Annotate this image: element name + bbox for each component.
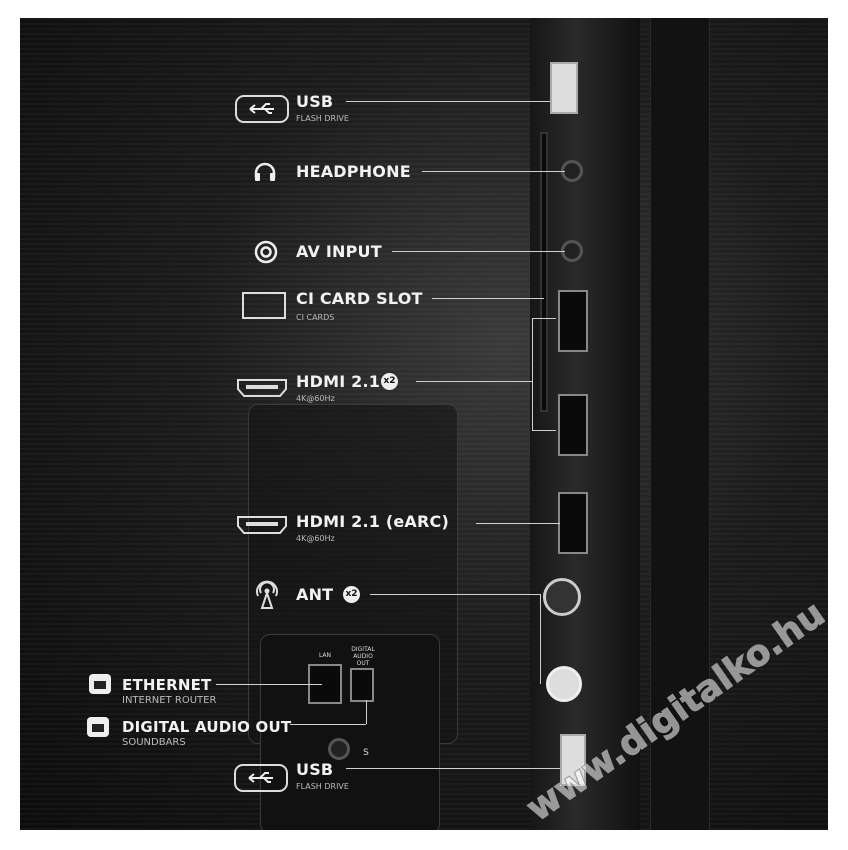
- lan-module: [260, 634, 440, 830]
- hdmi-leader: [416, 381, 532, 382]
- ethernet-label: ETHERNET: [122, 676, 212, 694]
- digital-audio-sub: SOUNDBARS: [122, 737, 186, 748]
- ant-count-badge: x2: [343, 586, 360, 603]
- usb-bottom-leader: [346, 768, 560, 769]
- hdmi-leader-vertical: [532, 318, 533, 430]
- ant-label: ANT: [296, 585, 334, 604]
- hdmi-leader-branch-1: [532, 318, 556, 319]
- hdmi-earc-label: HDMI 2.1 (eARC): [296, 512, 449, 531]
- headphone-icon: [254, 162, 276, 181]
- usb-port-top: [550, 62, 578, 114]
- hdmi-port-2: [558, 394, 588, 456]
- ant-leader: [370, 594, 540, 595]
- screw: [328, 738, 350, 760]
- digital-audio-leader: [290, 724, 366, 725]
- ci-slot: [540, 132, 548, 412]
- usb-icon-bottom: [234, 764, 288, 792]
- optical-audio-icon: [87, 717, 109, 737]
- usb-top-sub: FLASH DRIVE: [296, 114, 349, 123]
- headphone-label: HEADPHONE: [296, 162, 411, 181]
- av-leader: [392, 251, 565, 252]
- hdmi-port-earc: [558, 492, 588, 554]
- digital-audio-leader-vertical: [366, 700, 367, 724]
- hdmi-count-badge: x2: [381, 373, 398, 390]
- optical-print: DIGITAL AUDIO OUT: [351, 646, 375, 667]
- ci-card-icon: [242, 292, 286, 319]
- av-input-icon: [254, 240, 278, 264]
- hdmi-earc-icon: [237, 516, 287, 534]
- usb-top-leader: [346, 101, 550, 102]
- ant-leader-vertical: [540, 594, 541, 684]
- hdmi-label: HDMI 2.1: [296, 372, 381, 391]
- lan-print: LAN: [318, 652, 332, 659]
- ethernet-sub: INTERNET ROUTER: [122, 695, 217, 706]
- headphone-leader: [422, 171, 565, 172]
- hdmi-sub: 4K@60Hz: [296, 394, 335, 403]
- hdmi-icon: [237, 379, 287, 397]
- hdmi-leader-branch-2: [532, 430, 556, 431]
- side-strip: [650, 18, 710, 830]
- ant-port-2: [546, 666, 582, 702]
- hdmi-earc-sub: 4K@60Hz: [296, 534, 335, 543]
- ci-card-label: CI CARD SLOT: [296, 289, 423, 308]
- digital-audio-label: DIGITAL AUDIO OUT: [122, 718, 292, 736]
- usb-top-label: USB: [296, 92, 334, 111]
- ant-port-1: [543, 578, 581, 616]
- ci-card-sub: CI CARDS: [296, 313, 335, 322]
- hdmi-earc-leader: [476, 523, 560, 524]
- ci-leader: [432, 298, 544, 299]
- ethernet-icon: [89, 674, 111, 694]
- usb-bottom-label: USB: [296, 760, 334, 779]
- usb-icon: [235, 95, 289, 123]
- antenna-icon: [256, 580, 278, 609]
- usb-bottom-sub: FLASH DRIVE: [296, 782, 349, 791]
- service-print: S: [363, 748, 369, 758]
- av-input-label: AV INPUT: [296, 242, 382, 261]
- optical-port: [350, 668, 374, 702]
- usb-port-bottom: [560, 734, 586, 786]
- hdmi-port-1: [558, 290, 588, 352]
- tv-rear-photo: LAN DIGITAL AUDIO OUT S: [20, 18, 828, 830]
- ethernet-leader: [216, 684, 322, 685]
